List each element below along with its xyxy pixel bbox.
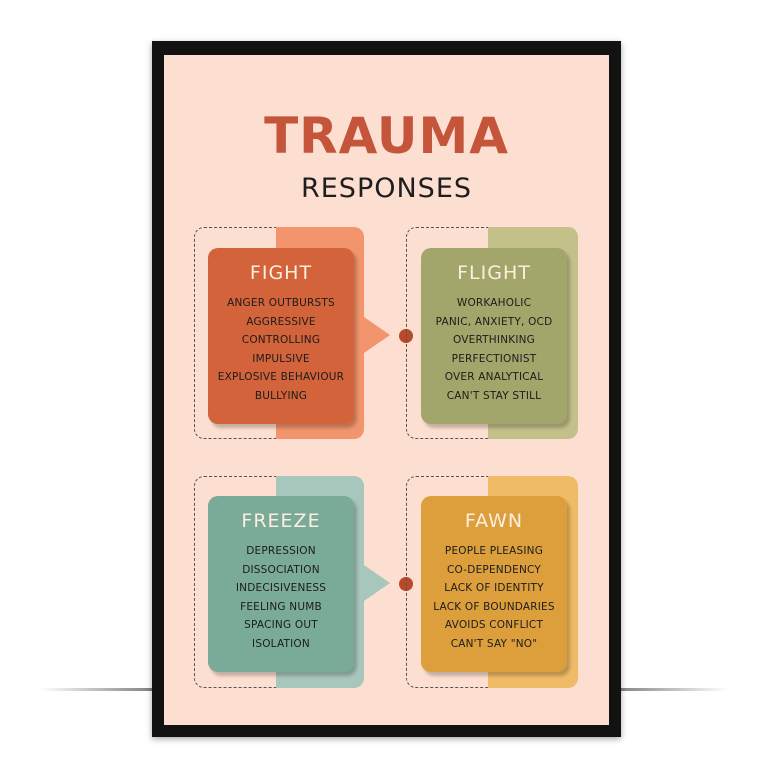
list-item: AVOIDS CONFLICT [444, 619, 544, 632]
list-item: PEOPLE PLEASING [444, 545, 544, 557]
fight-card: FIGHT ANGER OUTBURSTS AGGRESSIVE CONTROL… [208, 248, 354, 424]
list-item: CAN'T STAY STILL [446, 389, 542, 402]
list-item: PANIC, ANXIETY, OCD [435, 315, 553, 328]
poster-title: TRAUMA [264, 107, 509, 165]
list-item: INDECISIVENESS [235, 582, 327, 595]
poster-subtitle: RESPONSES [300, 173, 473, 204]
list-item: BULLYING [254, 389, 308, 402]
list-item: LACK OF IDENTITY [444, 582, 544, 595]
list-item: EXPLOSIVE BEHAVIOUR [217, 371, 345, 384]
list-item: ANGER OUTBURSTS [227, 297, 335, 309]
list-item: LACK OF BOUNDARIES [433, 600, 555, 613]
fawn-list: PEOPLE PLEASING CO-DEPENDENCY LACK OF ID… [421, 542, 567, 654]
list-item: AGGRESSIVE [246, 315, 316, 328]
fight-heading: FIGHT [249, 262, 313, 284]
freeze-list: DEPRESSION DISSOCIATION INDECISIVENESS F… [208, 542, 354, 654]
fawn-heading: FAWN [464, 510, 524, 532]
list-item: CONTROLLING [241, 334, 321, 347]
list-item: DEPRESSION [246, 545, 316, 557]
flight-heading: FLIGHT [457, 262, 531, 284]
list-item: OVER ANALYTICAL [444, 371, 544, 384]
freeze-heading: FREEZE [241, 510, 321, 532]
list-item: IMPULSIVE [252, 352, 310, 365]
freeze-connector-arrow [364, 565, 390, 601]
poster: TRAUMA RESPONSES FIGHT ANGER OUTBURSTS A… [164, 55, 609, 725]
list-item: FEELING NUMB [240, 600, 322, 613]
list-item: CO-DEPENDENCY [447, 563, 541, 576]
fight-connector-arrow [364, 317, 390, 353]
list-item: DISSOCIATION [242, 563, 320, 576]
fawn-card: FAWN PEOPLE PLEASING CO-DEPENDENCY LACK … [421, 496, 567, 672]
flight-list: WORKAHOLIC PANIC, ANXIETY, OCD OVERTHINK… [421, 294, 567, 406]
list-item: WORKAHOLIC [456, 297, 532, 309]
list-item: CAN'T SAY "NO" [450, 637, 538, 650]
list-item: ISOLATION [252, 637, 310, 650]
list-item: SPACING OUT [244, 619, 318, 632]
flight-card: FLIGHT WORKAHOLIC PANIC, ANXIETY, OCD OV… [421, 248, 567, 424]
list-item: OVERTHINKING [452, 334, 536, 347]
list-item: PERFECTIONIST [451, 352, 537, 365]
freeze-card: FREEZE DEPRESSION DISSOCIATION INDECISIV… [208, 496, 354, 672]
fight-list: ANGER OUTBURSTS AGGRESSIVE CONTROLLING I… [208, 294, 354, 406]
